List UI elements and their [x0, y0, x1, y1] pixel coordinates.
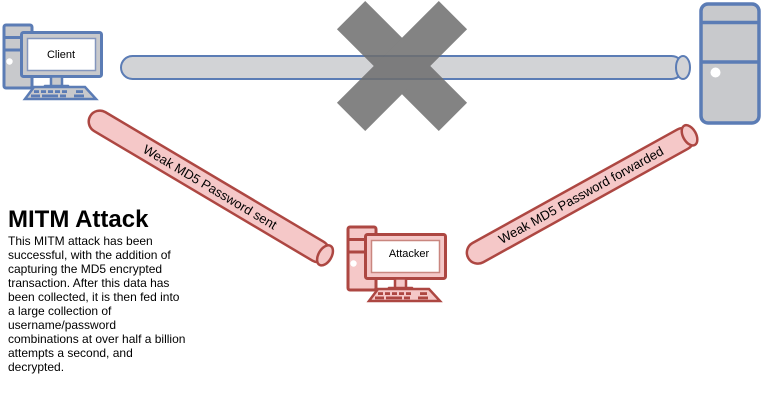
attacker-label: Attacker [388, 248, 430, 260]
blocked-cross-icon [336, 0, 468, 132]
description-text: This MITM attack has been successful, wi… [8, 234, 186, 374]
password-forwarded-pipe [465, 123, 699, 265]
client-computer-icon [4, 25, 102, 99]
client-label: Client [46, 49, 76, 61]
attacker-computer-icon [348, 227, 446, 301]
password-sent-pipe [87, 109, 335, 267]
server-icon [699, 2, 761, 125]
page-title: MITM Attack [8, 206, 149, 234]
